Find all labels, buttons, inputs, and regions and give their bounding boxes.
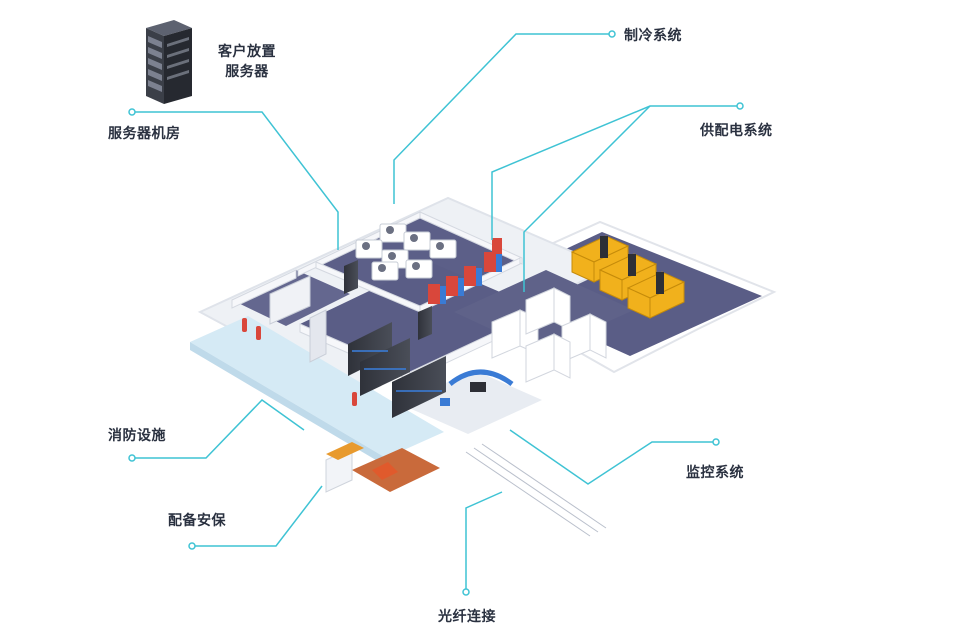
fiber-connection-label: 光纤连接 xyxy=(438,609,496,625)
power-distribution-cabinets xyxy=(428,238,502,304)
customer-server-line1: 客户放置 xyxy=(218,44,276,60)
generator-icon xyxy=(570,235,686,319)
server-racks xyxy=(269,260,446,418)
customer-server-line2: 服务器 xyxy=(225,64,269,80)
callout-lines xyxy=(132,33,740,592)
power-system-label: 供配电系统 xyxy=(700,123,773,139)
guard-booth-icon xyxy=(325,442,440,493)
server-room-label: 服务器机房 xyxy=(108,126,181,142)
server-rack-icon xyxy=(146,20,192,104)
callout-dots xyxy=(128,30,744,596)
security-label: 配备安保 xyxy=(168,513,226,529)
monitoring-system-label: 监控系统 xyxy=(686,465,744,481)
cooling-system-label: 制冷系统 xyxy=(624,28,682,44)
fire-extinguisher-icon xyxy=(242,318,357,406)
datacenter-floor xyxy=(190,196,777,466)
fiber-lines xyxy=(465,443,607,537)
ups-cabinet-icon xyxy=(491,287,607,383)
monitoring-desk-icon xyxy=(440,369,514,406)
customer-server-label: 客户放置 服务器 xyxy=(218,42,276,82)
air-conditioner-icon xyxy=(355,223,457,281)
fire-facilities-label: 消防设施 xyxy=(108,428,166,444)
